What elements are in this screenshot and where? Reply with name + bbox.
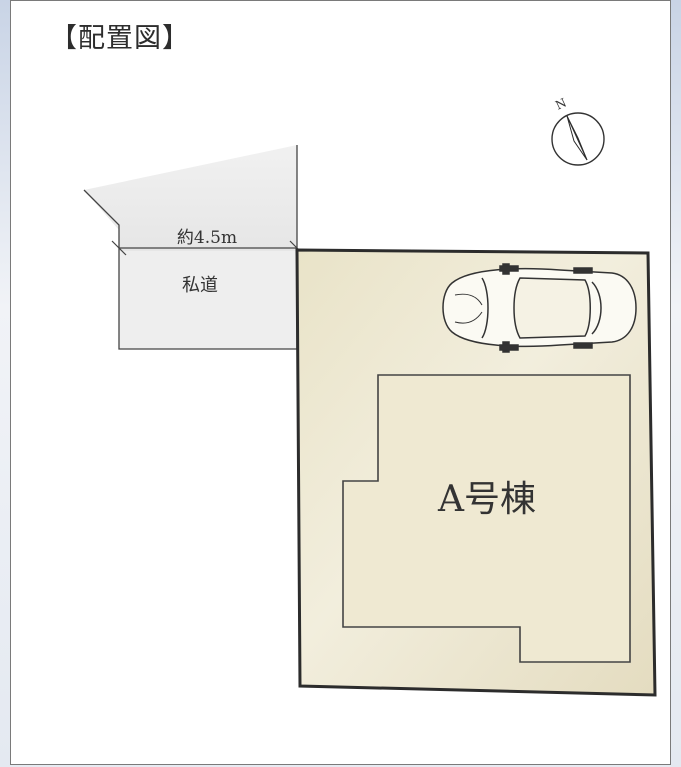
car-roof: [513, 277, 591, 339]
building-a-footprint: [342, 374, 631, 663]
building-a: A号棟: [342, 374, 631, 663]
road-upper-wedge: [84, 145, 297, 251]
car-windshield: [481, 277, 489, 339]
compass-ring: [551, 112, 605, 166]
building-a-label: A号棟: [437, 479, 536, 520]
car-hood-line: [454, 293, 483, 306]
car-wheel-3: [573, 267, 593, 274]
car-hood-line-2: [454, 311, 483, 324]
private-road: 約4.5m 私道: [83, 145, 305, 350]
page-title: 【配置図】: [50, 23, 190, 54]
car-wheel-2: [499, 344, 519, 351]
road-width-label: 約4.5m: [177, 228, 237, 248]
compass: N: [551, 95, 605, 166]
left-margin-band: [0, 0, 10, 767]
dimension-tick-left: [111, 240, 127, 256]
car-icon: [442, 263, 637, 353]
car-rear-window: [591, 281, 602, 335]
road-name-label: 私道: [182, 275, 218, 296]
car-wheel-4: [573, 342, 593, 349]
compass-north-label: N: [553, 95, 568, 112]
right-margin-band: [671, 0, 681, 767]
car-wheel-1: [499, 265, 519, 272]
road-lower-rect: [119, 251, 297, 349]
compass-needle-light: [566, 115, 588, 161]
